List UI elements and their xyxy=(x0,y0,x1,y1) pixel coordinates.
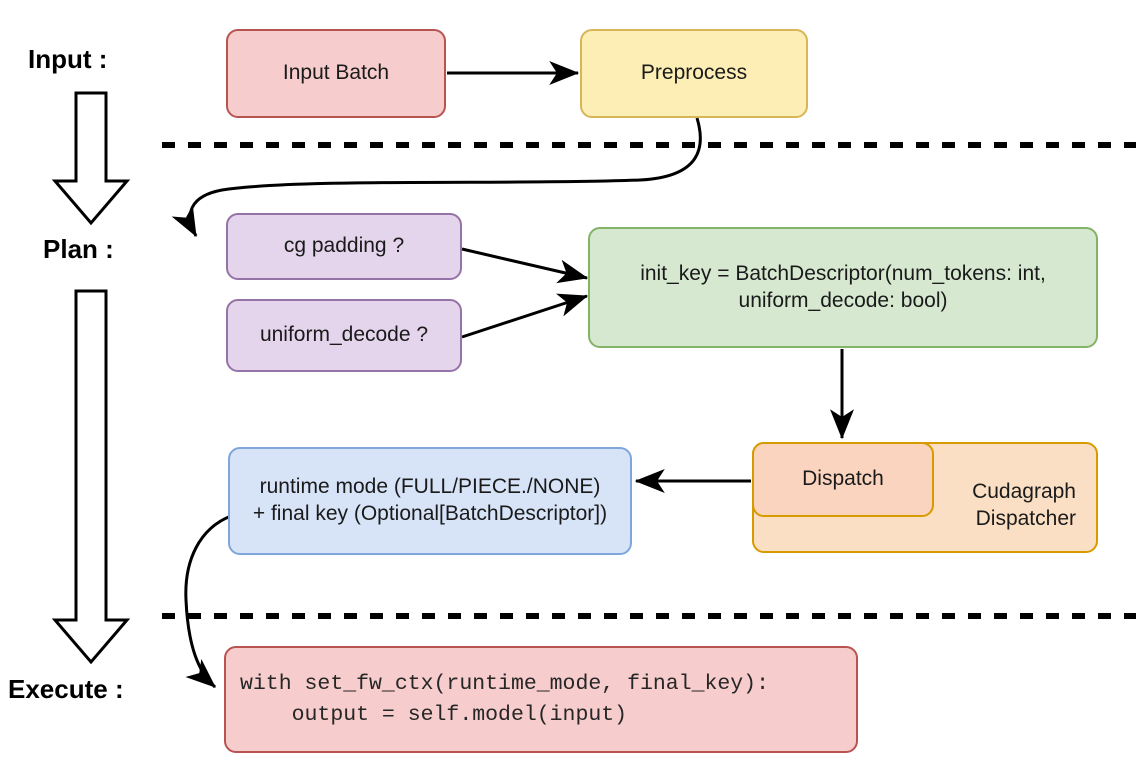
node-cudagraph-dispatcher-line1: Cudagraph xyxy=(972,480,1076,504)
node-uniform-decode[interactable]: uniform_decode ? xyxy=(226,299,462,372)
node-execute-code-line1: with set_fw_ctx(runtime_mode, final_key)… xyxy=(240,672,769,697)
node-runtime-mode-line1: runtime mode (FULL/PIECE./NONE) xyxy=(259,475,601,499)
stage-label-plan: Plan : xyxy=(43,234,114,264)
node-preprocess-label: Preprocess xyxy=(640,61,748,85)
node-uniform-decode-label: uniform_decode ? xyxy=(259,323,429,347)
node-cg-padding[interactable]: cg padding ? xyxy=(226,213,462,280)
node-execute-code[interactable]: with set_fw_ctx(runtime_mode, final_key)… xyxy=(224,646,858,753)
node-runtime-mode-line2: + final key (Optional[BatchDescriptor]) xyxy=(252,502,608,525)
stage-label-execute: Execute : xyxy=(8,674,124,704)
node-init-key[interactable]: init_key = BatchDescriptor(num_tokens: i… xyxy=(588,227,1098,348)
node-dispatch-label: Dispatch xyxy=(802,467,884,491)
node-runtime-mode[interactable]: runtime mode (FULL/PIECE./NONE) + final … xyxy=(228,447,632,555)
input-stage-arrow xyxy=(51,91,131,226)
node-dispatch[interactable]: Dispatch xyxy=(752,442,934,517)
node-preprocess[interactable]: Preprocess xyxy=(580,29,808,118)
node-cg-padding-label: cg padding ? xyxy=(283,234,405,258)
node-input-batch[interactable]: Input Batch xyxy=(226,29,446,118)
edge-uniform-decode-to-init-key xyxy=(461,293,589,339)
edge-cg-padding-to-init-key xyxy=(461,247,589,284)
node-init-key-line1: init_key = BatchDescriptor(num_tokens: i… xyxy=(640,261,1046,285)
plan-stage-arrow xyxy=(51,289,131,665)
node-cudagraph-dispatcher-line2: Dispatcher xyxy=(975,507,1076,531)
node-input-batch-label: Input Batch xyxy=(282,61,390,85)
node-init-key-line2: uniform_decode: bool) xyxy=(738,288,948,312)
edge-runtime-mode-to-execute xyxy=(184,514,232,689)
edge-preprocess-to-cg-padding xyxy=(171,117,702,238)
node-execute-code-line2: output = self.model(input) xyxy=(240,702,628,727)
stage-label-input: Input : xyxy=(28,44,108,74)
